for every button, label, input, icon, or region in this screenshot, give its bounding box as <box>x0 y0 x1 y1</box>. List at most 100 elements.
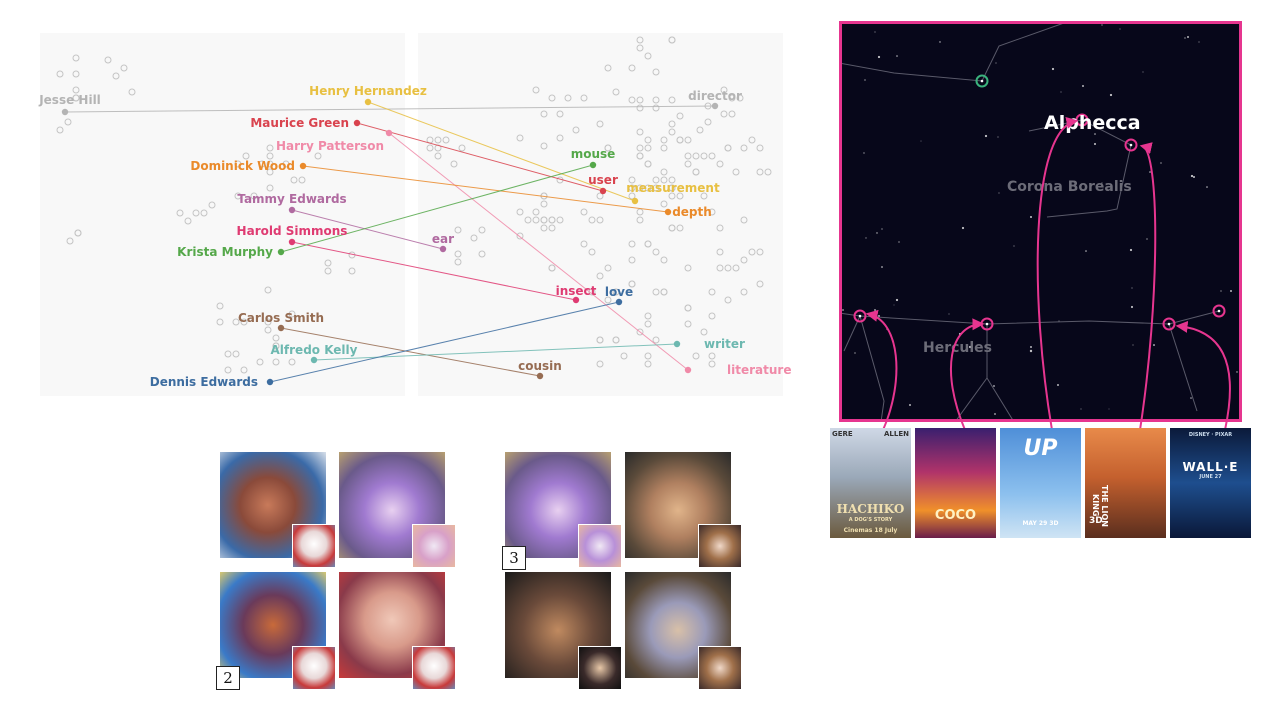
background-dot <box>668 96 676 104</box>
background-dot <box>764 168 772 176</box>
background-dot <box>668 120 676 128</box>
background-dot <box>716 248 724 256</box>
poster-wall-e[interactable]: DISNEY · PIXAR WALL·E JUNE 27 <box>1170 428 1251 538</box>
background-dot <box>540 216 548 224</box>
background-dot <box>668 36 676 44</box>
poster-up[interactable]: UP MAY 29 3D <box>1000 428 1081 538</box>
background-star <box>920 140 922 142</box>
background-dot <box>644 160 652 168</box>
background-dot <box>756 280 764 288</box>
background-dot <box>556 110 564 118</box>
person-dot <box>385 129 393 137</box>
background-dot <box>740 256 748 264</box>
background-star <box>865 237 867 239</box>
background-dot <box>636 36 644 44</box>
background-dot <box>192 209 200 217</box>
background-dot <box>216 318 224 326</box>
background-dot <box>720 86 728 94</box>
background-dot <box>596 336 604 344</box>
background-dot <box>696 126 704 134</box>
background-dot <box>652 104 660 112</box>
poster-top-right: ALLEN <box>884 430 909 438</box>
person-dot <box>277 248 285 256</box>
background-dot <box>716 160 724 168</box>
highlighted-star-ring[interactable] <box>1212 304 1226 318</box>
background-star <box>1230 290 1232 292</box>
background-dot <box>692 168 700 176</box>
background-star <box>881 228 883 230</box>
poster-coco[interactable]: COCO <box>915 428 996 538</box>
background-dot <box>176 209 184 217</box>
constellation-label-hercules: Hercules <box>923 340 992 356</box>
background-dot <box>728 110 736 118</box>
association-link <box>280 327 541 377</box>
style-reference-thumbnail <box>412 646 456 690</box>
background-dot <box>324 267 332 275</box>
background-dot <box>644 360 652 368</box>
background-dot <box>700 192 708 200</box>
background-dot <box>64 118 72 126</box>
background-star <box>1029 349 1033 353</box>
background-dot <box>756 144 764 152</box>
background-dot <box>636 96 644 104</box>
background-star <box>877 55 881 59</box>
background-dot <box>234 192 242 200</box>
person-label: Harry Patterson <box>276 139 384 153</box>
background-dot <box>588 248 596 256</box>
background-dot <box>548 264 556 272</box>
person-label: Henry Hernandez <box>309 84 427 98</box>
background-dot <box>532 216 540 224</box>
background-dot <box>628 256 636 264</box>
background-star <box>1101 182 1103 184</box>
background-star <box>864 79 866 81</box>
people-panel <box>40 33 405 396</box>
background-dot <box>756 168 764 176</box>
background-dot <box>72 54 80 62</box>
reference-star-ring[interactable] <box>975 74 989 88</box>
highlighted-star-ring[interactable] <box>1124 138 1138 152</box>
association-link <box>291 209 444 250</box>
highlighted-star-ring[interactable] <box>853 309 867 323</box>
background-dot <box>628 64 636 72</box>
background-star <box>881 266 883 268</box>
poster-subtitle: 3D <box>1089 516 1103 526</box>
background-star <box>1029 215 1033 219</box>
background-dot <box>692 152 700 160</box>
poster-title: THE LION KING <box>1091 484 1109 527</box>
highlighted-star-ring[interactable] <box>1162 317 1176 331</box>
word-label: ear <box>432 232 454 246</box>
background-star <box>995 62 997 64</box>
background-dot <box>628 240 636 248</box>
background-star <box>1058 320 1060 322</box>
background-dot <box>264 286 272 294</box>
background-dot <box>652 336 660 344</box>
background-dot <box>668 224 676 232</box>
background-dot <box>232 350 240 358</box>
background-dot <box>612 288 620 296</box>
background-dot <box>636 44 644 52</box>
background-dot <box>266 144 274 152</box>
background-dot <box>74 229 82 237</box>
background-dot <box>548 224 556 232</box>
background-dot <box>56 70 64 78</box>
poster-subtitle: A DOG'S STORY <box>848 517 893 523</box>
background-dot <box>636 104 644 112</box>
background-dot <box>676 224 684 232</box>
word-label: director <box>688 89 742 103</box>
words-panel <box>418 33 783 396</box>
background-dot <box>644 52 652 60</box>
background-dot <box>620 352 628 360</box>
background-dot <box>266 152 274 160</box>
background-dot <box>636 216 644 224</box>
background-dot <box>684 320 692 328</box>
person-label: Jesse Hill <box>38 93 101 107</box>
background-dot <box>676 112 684 120</box>
background-dot <box>266 160 274 168</box>
background-dot <box>636 184 644 192</box>
poster-lion-king[interactable]: THE LION KING 3D <box>1085 428 1166 538</box>
person-dot <box>288 238 296 246</box>
background-dot <box>652 96 660 104</box>
poster-hachiko[interactable]: GERE ALLEN HACHIKO A DOG'S STORY Cinemas… <box>830 428 911 538</box>
background-star <box>1142 71 1144 73</box>
